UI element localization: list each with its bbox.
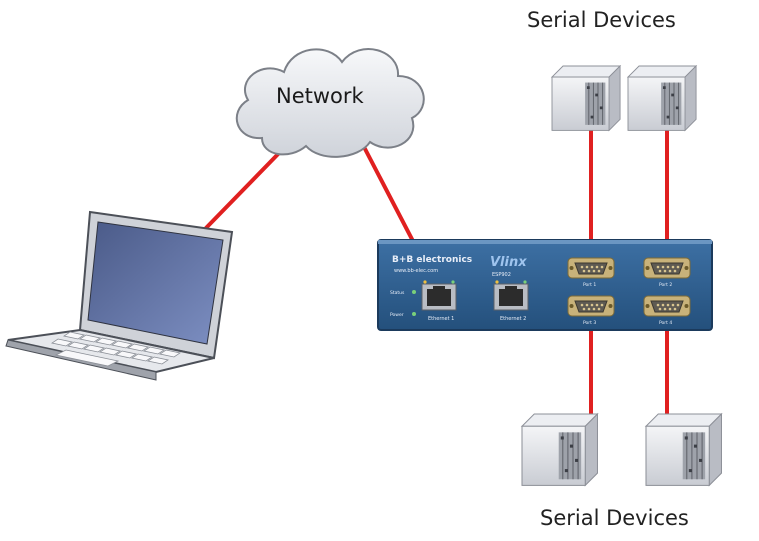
link-laptop-network xyxy=(204,148,284,230)
server-led-status xyxy=(412,290,416,294)
serial-port-4-label: Port 4 xyxy=(659,320,672,326)
serial-port-3-label: Port 3 xyxy=(583,320,596,326)
serial-port-1-label: Port 1 xyxy=(583,282,596,288)
serial-port-2 xyxy=(643,257,691,279)
serial-devices-bottom-label: Serial Devices xyxy=(540,506,689,530)
serial-port-2-label: Port 2 xyxy=(659,282,672,288)
device-server: B+B electronics www.bb-elec.com Vlinx ES… xyxy=(377,239,713,331)
ethernet-port-2 xyxy=(493,280,529,311)
serial-port-1 xyxy=(567,257,615,279)
network-cloud-label: Network xyxy=(276,84,364,108)
serial-devices-top-label: Serial Devices xyxy=(527,8,676,32)
server-brand: B+B electronics xyxy=(392,255,472,265)
serial-device-top-left xyxy=(551,65,621,131)
serial-port-4 xyxy=(643,295,691,317)
serial-device-bottom-right xyxy=(645,413,722,486)
laptop xyxy=(5,210,234,381)
server-product-logo: Vlinx xyxy=(490,255,527,270)
server-led-power xyxy=(412,312,416,316)
server-led-label-power: Power xyxy=(390,312,404,318)
serial-port-3 xyxy=(567,295,615,317)
ethernet-port-2-label: Ethernet 2 xyxy=(500,316,526,322)
serial-device-bottom-left xyxy=(521,413,598,486)
server-model: ESP902 xyxy=(492,272,511,278)
laptop-keys xyxy=(50,331,182,367)
ethernet-port-1 xyxy=(421,280,457,311)
server-brand-sub: www.bb-elec.com xyxy=(394,268,438,274)
serial-device-top-right xyxy=(627,65,697,131)
server-led-label-status: Status xyxy=(390,290,405,296)
laptop-screen xyxy=(87,221,224,345)
network-cloud xyxy=(235,48,425,158)
ethernet-port-1-label: Ethernet 1 xyxy=(428,316,454,322)
